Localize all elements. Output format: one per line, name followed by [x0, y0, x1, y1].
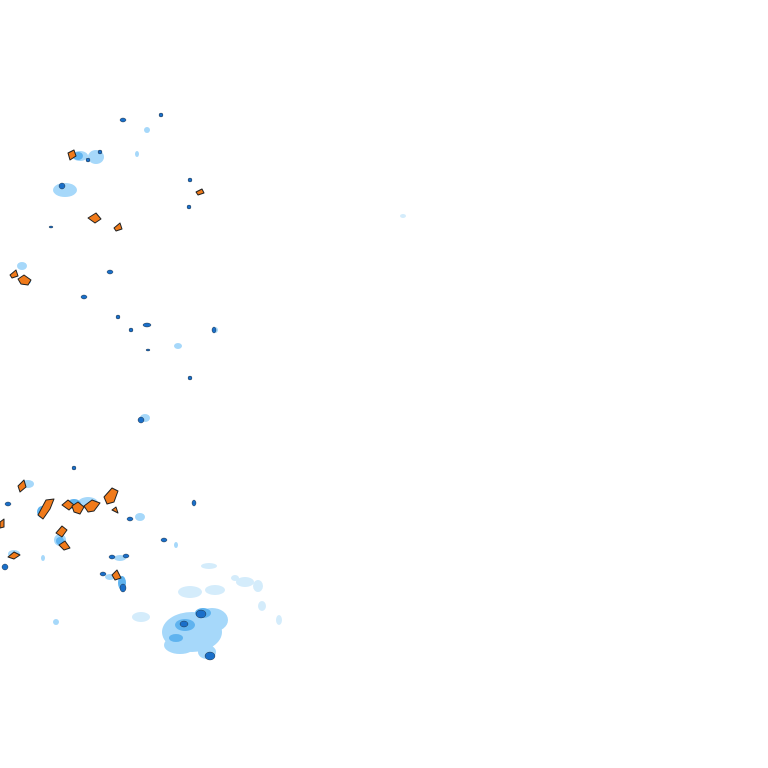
echo-cell: [97, 149, 103, 155]
echo-cell: [4, 501, 12, 507]
echo-cell: [204, 651, 216, 661]
echo-cell: [144, 127, 150, 133]
echo-cell: [122, 553, 130, 559]
echo-cell: [258, 601, 266, 611]
echo-cell: [85, 157, 91, 163]
echo-cell: [231, 575, 239, 581]
echo-cell: [179, 620, 189, 628]
echo-cell: [186, 204, 192, 210]
echo-cell: [119, 117, 127, 123]
echo-cell: [195, 609, 207, 619]
echo-cell: [58, 182, 66, 190]
echo-core: [67, 149, 77, 161]
echo-core: [103, 487, 119, 505]
echo-cell: [135, 513, 145, 521]
echo-cell: [400, 214, 406, 218]
echo-cell: [108, 554, 116, 560]
echo-core: [195, 188, 205, 196]
echo-cell: [126, 516, 134, 522]
echo-core: [83, 499, 101, 513]
echo-cell: [174, 542, 178, 548]
echo-layer-very-heavy: [0, 149, 205, 581]
echo-core: [37, 498, 55, 520]
echo-cell: [135, 151, 139, 157]
echo-cell: [160, 537, 168, 543]
echo-cell: [211, 326, 217, 334]
echo-cell: [191, 499, 197, 507]
echo-cell: [115, 314, 121, 320]
echo-cell: [17, 262, 27, 270]
echo-cell: [132, 612, 150, 622]
echo-layer-very-light: [132, 214, 406, 625]
echo-cell: [169, 634, 183, 642]
echo-core: [55, 525, 68, 538]
echo-cell: [236, 577, 254, 587]
echo-core: [0, 518, 5, 529]
echo-cell: [276, 615, 282, 625]
echo-cell: [41, 555, 45, 561]
echo-cell: [187, 375, 193, 381]
echo-layer-light: [8, 127, 228, 659]
echo-core: [17, 274, 32, 286]
echo-cell: [205, 585, 225, 595]
echo-cell: [158, 112, 164, 118]
echo-core: [58, 540, 71, 551]
echo-cell: [119, 583, 127, 593]
echo-cell: [137, 416, 145, 424]
echo-core: [111, 506, 119, 514]
echo-core: [111, 569, 122, 581]
echo-cell: [142, 322, 152, 328]
echo-core: [17, 479, 27, 493]
echo-cell: [53, 619, 59, 625]
echo-core: [87, 212, 102, 224]
echo-cell: [99, 571, 107, 577]
echo-cell: [201, 563, 217, 569]
echo-cell: [174, 343, 182, 349]
echo-cell: [106, 269, 114, 275]
echo-cell: [71, 465, 77, 471]
echo-core: [7, 551, 21, 560]
echo-cell: [80, 294, 88, 300]
echo-cell: [145, 348, 151, 352]
echo-cell: [253, 580, 263, 592]
echo-cell: [187, 177, 193, 183]
echo-cell: [48, 225, 54, 229]
echo-core: [113, 222, 123, 232]
echo-layer-heavy: [1, 112, 217, 661]
echo-cell: [128, 327, 134, 333]
echo-cell: [178, 586, 202, 598]
echo-core: [71, 501, 85, 515]
echo-cell: [1, 563, 9, 571]
echo-core: [9, 269, 19, 279]
